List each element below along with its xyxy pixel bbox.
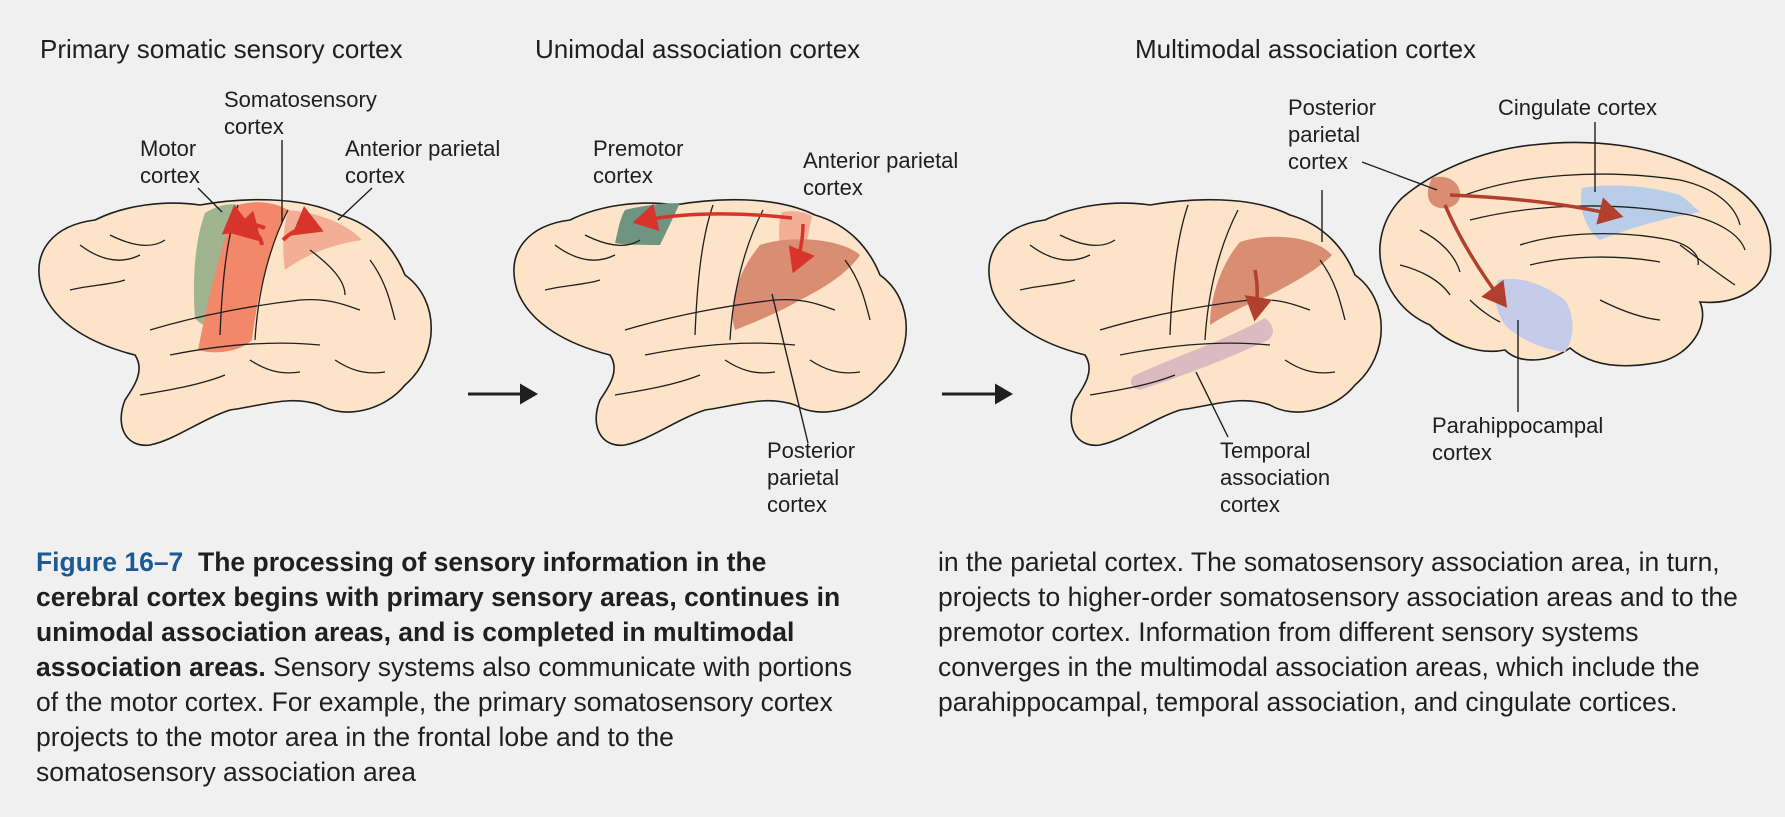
brain-lateral-2 <box>513 198 907 446</box>
panel-title-unimodal: Unimodal association cortex <box>535 34 860 64</box>
leader-lines <box>1195 122 1596 438</box>
posterior-parietal-area <box>732 239 860 330</box>
label-posterior-parietal: Posterior parietal cortex <box>767 438 861 517</box>
label-temporal-association: Temporal association cortex <box>1220 438 1336 517</box>
panel-title-primary: Primary somatic sensory cortex <box>40 34 403 64</box>
label-somatosensory: Somatosensory cortex <box>224 87 383 139</box>
label-anterior-parietal: Anterior parietal cortex <box>803 148 964 200</box>
sulci <box>69 204 396 396</box>
projection-arrow <box>1443 204 1508 308</box>
posterior-parietal-area <box>1210 236 1332 325</box>
leader-lines <box>771 293 809 444</box>
label-posterior-parietal: Posterior parietal cortex <box>1288 95 1382 174</box>
leader-lines <box>197 140 373 222</box>
projection-arrow <box>1244 269 1273 322</box>
posterior-parietal-area <box>1427 176 1461 209</box>
panel-multimodal: Multimodal association cortex <box>988 34 1772 517</box>
sulci <box>544 204 871 396</box>
caption-body-right: in the parietal cortex. The somatosensor… <box>938 547 1738 717</box>
temporal-association-area <box>1130 318 1273 390</box>
brain-outline <box>1379 141 1772 367</box>
projection-arrow <box>281 206 324 242</box>
projection-arrow <box>230 210 264 246</box>
panel-title-multimodal: Multimodal association cortex <box>1135 34 1476 64</box>
figure-title: The processing of sensory information in… <box>36 547 841 682</box>
panel-primary: Primary somatic sensory cortex <box>38 34 506 446</box>
brain-outline <box>513 198 907 446</box>
panel-unimodal: Unimodal association cortex <box>513 34 964 517</box>
caption-body-left: Sensory systems also communicate with po… <box>36 652 852 787</box>
sulci <box>1399 173 1746 323</box>
brain-medial <box>1379 141 1772 367</box>
cortex-processing-diagram: Primary somatic sensory cortex <box>38 34 1772 517</box>
label-cingulate: Cingulate cortex <box>1498 95 1657 120</box>
label-premotor: Premotor cortex <box>593 136 690 188</box>
figure-caption-left: Figure 16–7 The processing of sensory in… <box>36 545 856 790</box>
brain-lateral-1 <box>38 198 432 446</box>
label-parahippocampal: Parahippocampal cortex <box>1432 413 1609 465</box>
figure-number: Figure 16–7 <box>36 547 184 577</box>
sulci <box>1019 204 1346 396</box>
projection-arrow <box>788 223 815 274</box>
projection-arrow <box>1449 193 1624 225</box>
figure-caption-right: in the parietal cortex. The somatosensor… <box>938 545 1768 720</box>
brain-lateral-3 <box>988 198 1382 446</box>
label-anterior-parietal: Anterior parietal cortex <box>345 136 506 188</box>
label-motor-cortex: Motor cortex <box>140 136 202 188</box>
parahippocampal-area <box>1495 278 1573 352</box>
projection-arrow <box>632 203 793 232</box>
